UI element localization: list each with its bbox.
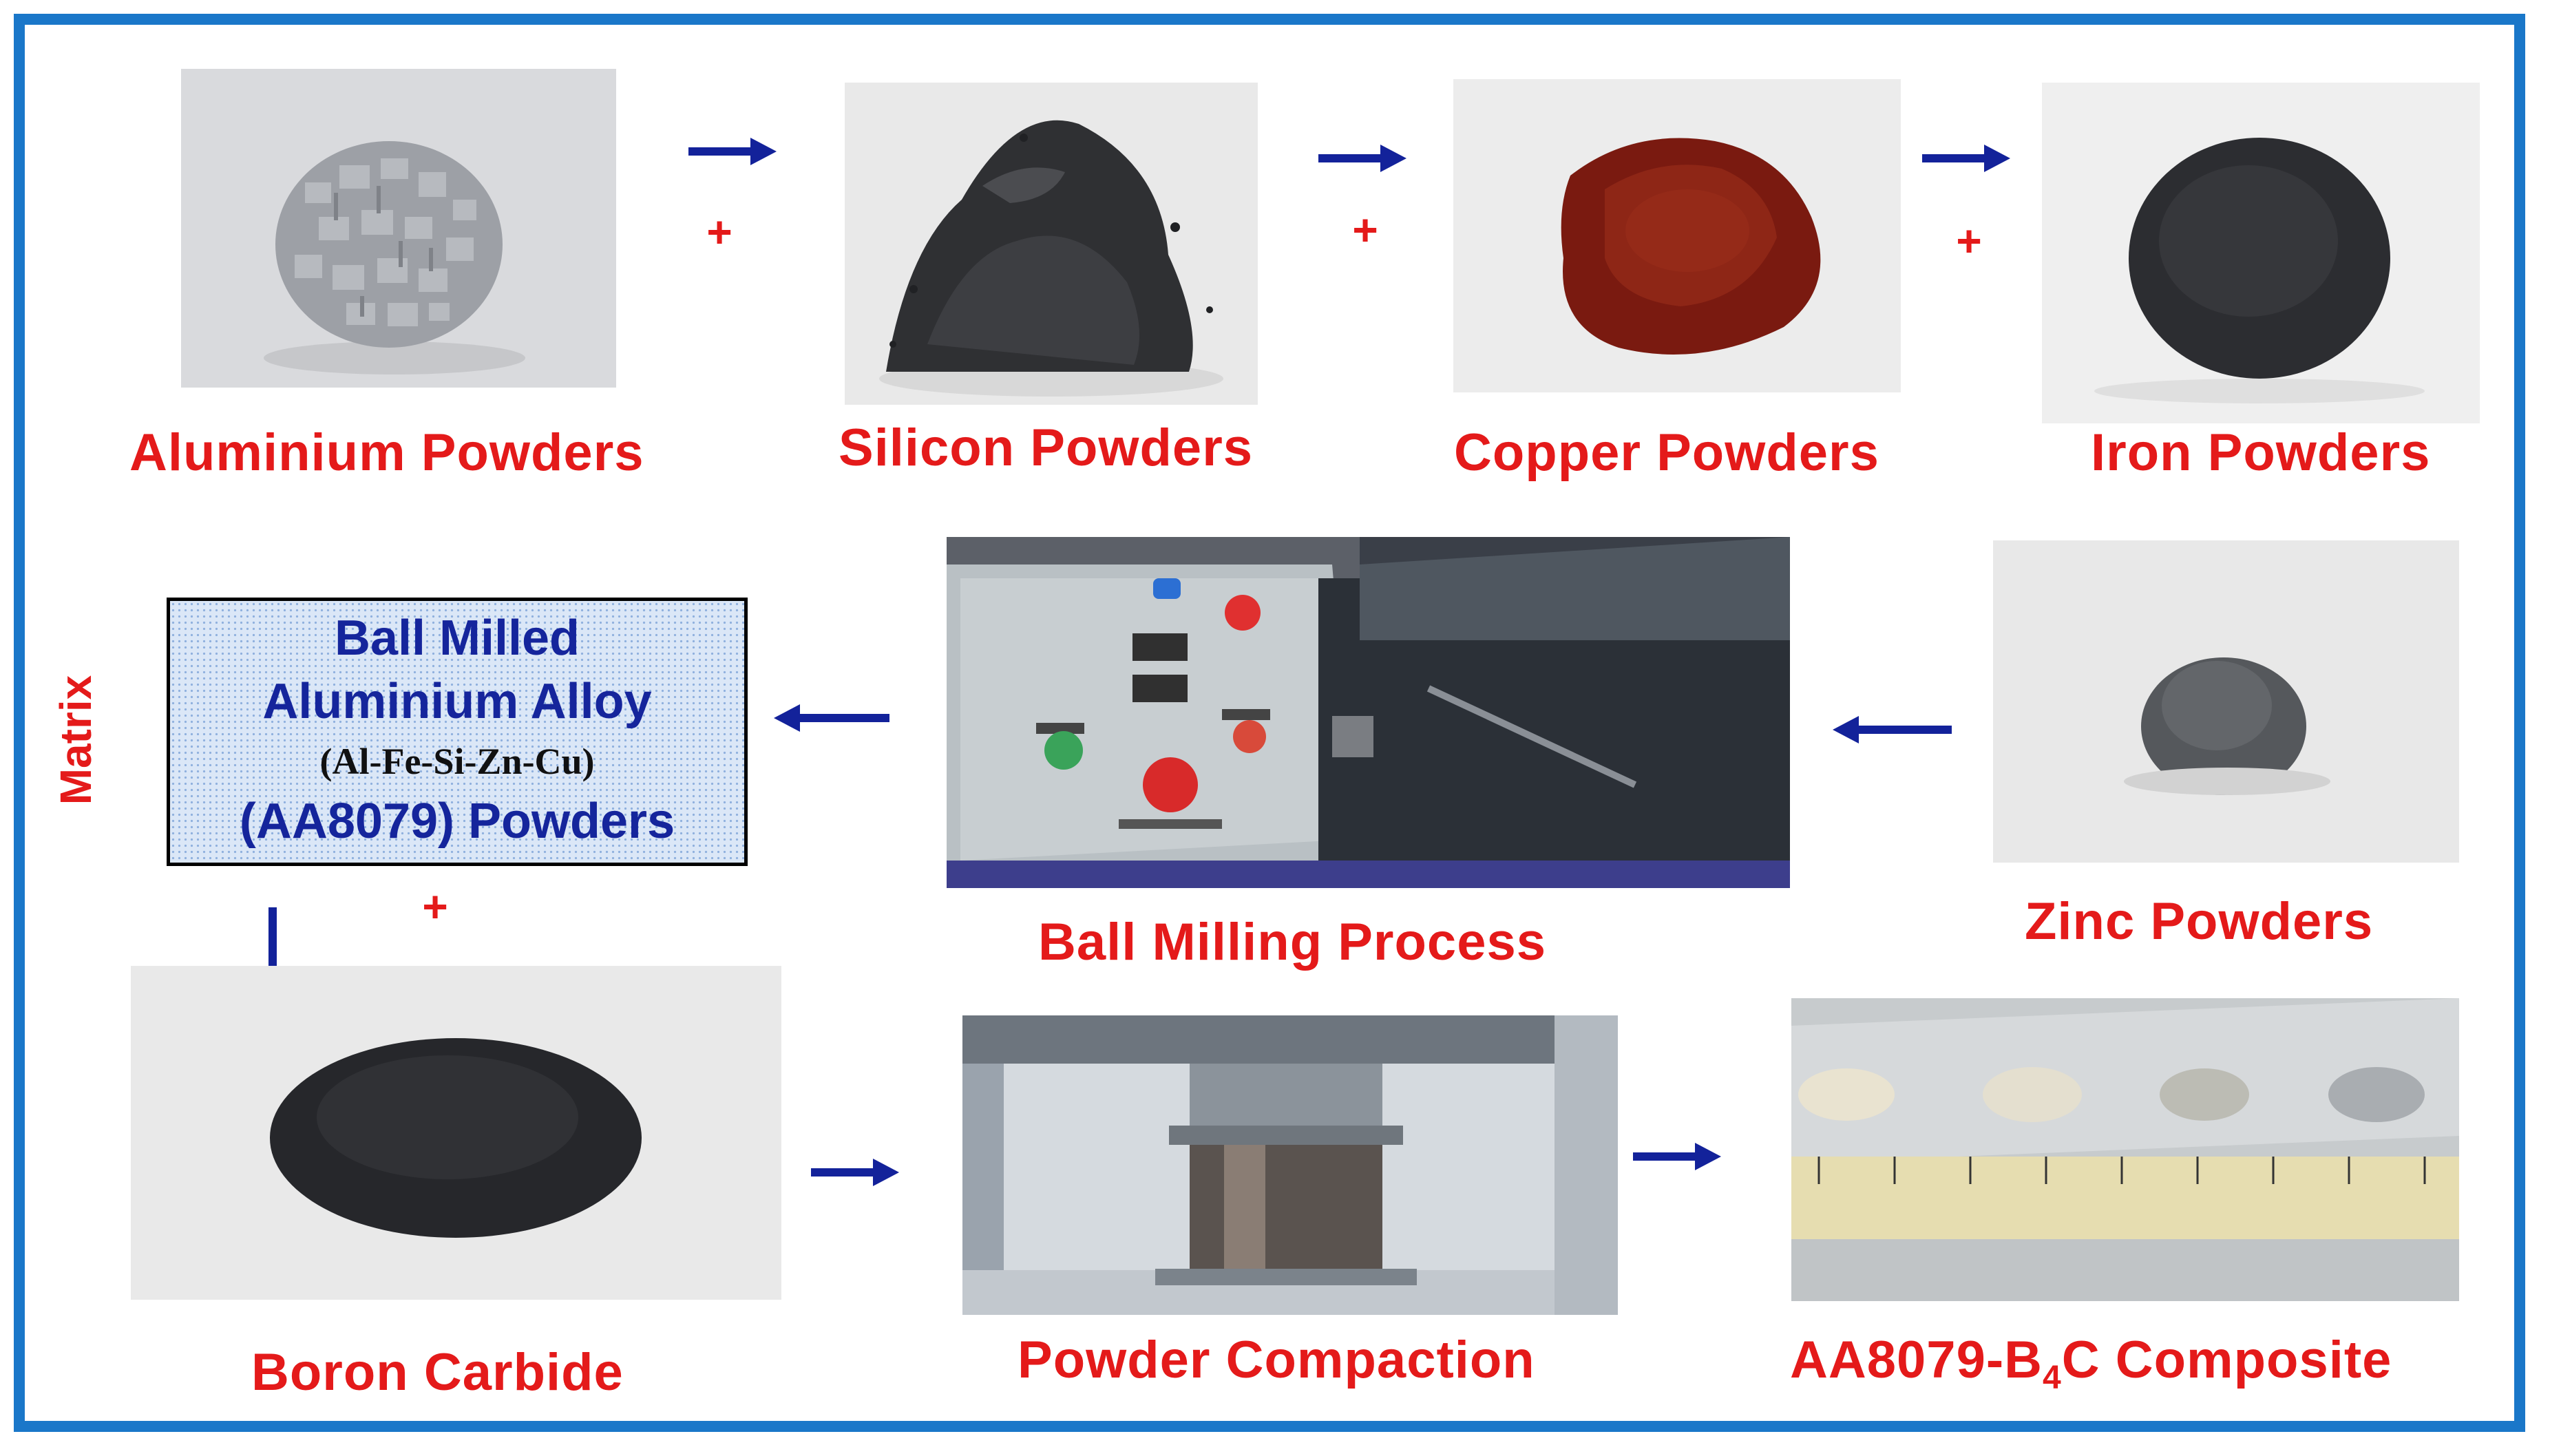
arrow-b4c-to-compaction xyxy=(811,1159,899,1186)
arrow-al-to-si xyxy=(688,138,777,165)
matrix-line-2: Aluminium Alloy xyxy=(262,674,652,729)
matrix-formula: (Al-Fe-Si-Zn-Cu) xyxy=(319,741,595,782)
ball-milled-alloy-box: Ball Milled Aluminium Alloy (Al-Fe-Si-Zn… xyxy=(167,598,748,866)
ball-milling-machine-photo xyxy=(947,537,1790,888)
matrix-line-3: (AA8079) Powders xyxy=(239,794,675,849)
arrow-cu-to-fe xyxy=(1922,145,2010,172)
aluminium-powder-photo xyxy=(181,69,616,388)
plus-sign-4: + xyxy=(422,882,448,931)
boron-carbide-photo xyxy=(131,966,781,1300)
label-boron-carbide: Boron Carbide xyxy=(251,1343,624,1402)
copper-powder-photo xyxy=(1453,79,1901,392)
composite-subscript: 4 xyxy=(2043,1360,2062,1397)
label-iron-powders: Iron Powders xyxy=(2091,423,2431,482)
arrow-zinc-to-mill xyxy=(1833,716,1952,743)
composite-prefix: AA8079-B xyxy=(1790,1331,2043,1389)
zinc-powder-photo xyxy=(1993,540,2459,863)
label-powder-compaction: Powder Compaction xyxy=(1018,1331,1535,1389)
label-ball-milling-process: Ball Milling Process xyxy=(1038,913,1546,971)
arrow-si-to-cu xyxy=(1318,145,1406,172)
matrix-side-label: Matrix xyxy=(51,675,101,805)
label-zinc-powders: Zinc Powders xyxy=(2025,892,2374,951)
label-aluminium-powders: Aluminium Powders xyxy=(129,423,644,482)
arrow-compaction-to-composite xyxy=(1633,1143,1721,1170)
diagram-frame xyxy=(14,14,2525,1432)
plus-sign-2: + xyxy=(1352,205,1378,255)
powder-compaction-photo xyxy=(962,1015,1618,1315)
plus-sign-3: + xyxy=(1956,216,1982,266)
matrix-line-1: Ball Milled xyxy=(334,611,580,666)
silicon-powder-photo xyxy=(845,83,1258,405)
plus-sign-1: + xyxy=(706,207,733,257)
label-silicon-powders: Silicon Powders xyxy=(839,419,1254,477)
composite-samples-photo xyxy=(1791,998,2459,1301)
iron-powder-photo xyxy=(2042,83,2480,423)
composite-suffix: C Composite xyxy=(2061,1331,2392,1389)
arrow-mill-to-matrix xyxy=(774,704,889,732)
label-composite: AA8079-B4C Composite xyxy=(1790,1330,2392,1397)
label-copper-powders: Copper Powders xyxy=(1454,423,1879,482)
